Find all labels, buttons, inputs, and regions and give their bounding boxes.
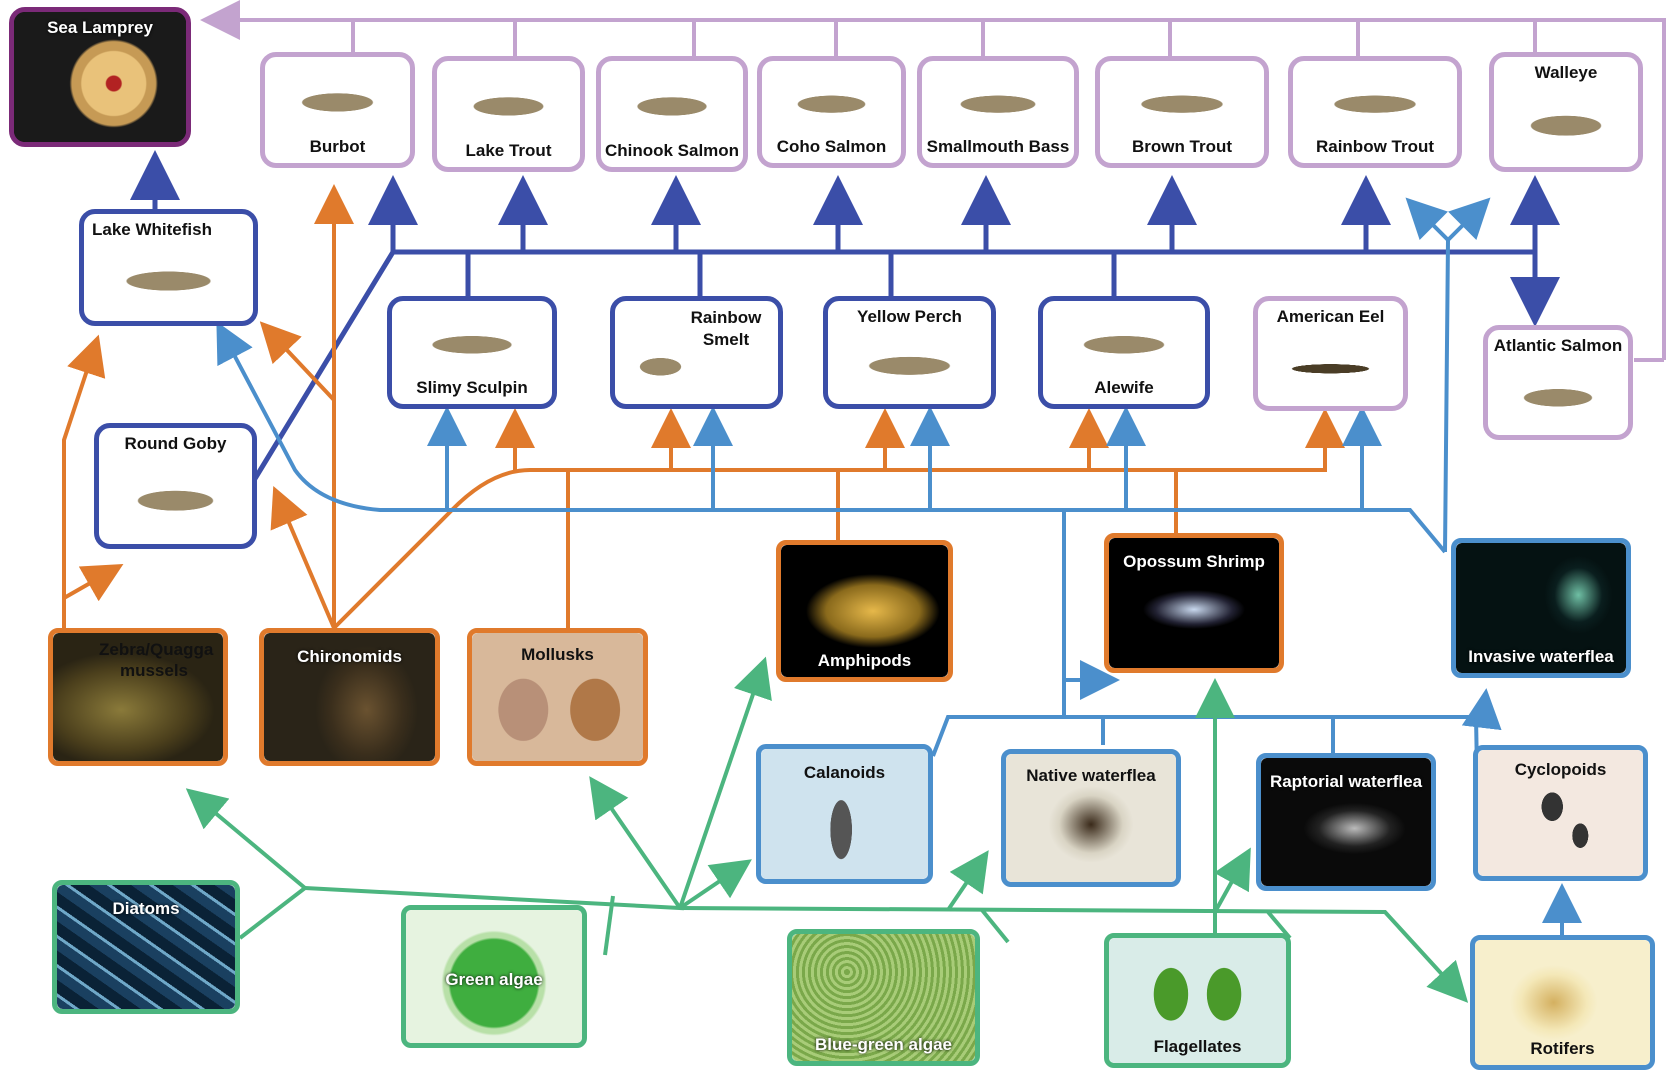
chinook-salmon-image	[609, 69, 735, 137]
brown-trout-node[interactable]: Brown Trout	[1095, 56, 1269, 168]
mollusks-node[interactable]: Mollusks	[467, 628, 648, 766]
rotifers-label: Rotifers	[1475, 1039, 1650, 1059]
alewife-label: Alewife	[1043, 378, 1205, 398]
zebra-quagga-node[interactable]: Zebra/Quagga mussels	[48, 628, 228, 766]
walleye-label: Walleye	[1494, 63, 1638, 83]
lake-whitefish-image	[92, 242, 245, 313]
walleye-image	[1502, 85, 1630, 159]
atlantic-salmon-image	[1496, 362, 1620, 427]
chinook-salmon-label: Chinook Salmon	[601, 141, 743, 161]
raptorial-waterflea-node[interactable]: Raptorial waterflea	[1256, 753, 1436, 891]
rainbow-smelt-label: Rainbow Smelt	[686, 307, 766, 351]
round-goby-image	[107, 460, 244, 534]
atlantic-salmon-label: Atlantic Salmon	[1488, 336, 1628, 356]
chinook-salmon-node[interactable]: Chinook Salmon	[596, 56, 748, 172]
raptorial-waterflea-label: Raptorial waterflea	[1261, 772, 1431, 792]
slimy-sculpin-node[interactable]: Slimy Sculpin	[387, 296, 557, 409]
mollusks-label: Mollusks	[472, 645, 643, 665]
blue-green-algae-label: Blue-green algae	[792, 1035, 975, 1055]
brown-trout-image	[1108, 69, 1256, 133]
opossum-shrimp-label: Opossum Shrimp	[1109, 552, 1279, 572]
native-waterflea-node[interactable]: Native waterflea	[1001, 749, 1181, 887]
rainbow-smelt-image	[623, 331, 698, 396]
yellow-perch-label: Yellow Perch	[828, 307, 991, 327]
cyclopoids-node[interactable]: Cyclopoids	[1473, 745, 1648, 881]
brown-trout-label: Brown Trout	[1100, 137, 1264, 157]
yellow-perch-node[interactable]: Yellow Perch	[823, 296, 996, 409]
slimy-sculpin-label: Slimy Sculpin	[392, 378, 552, 398]
chironomids-label: Chironomids	[264, 647, 435, 667]
rotifers-node[interactable]: Rotifers	[1470, 935, 1655, 1070]
american-eel-image	[1266, 333, 1395, 398]
blue-green-algae-node[interactable]: Blue-green algae	[787, 929, 980, 1066]
walleye-node[interactable]: Walleye	[1489, 52, 1643, 172]
burbot-image	[273, 65, 402, 133]
burbot-label: Burbot	[265, 137, 410, 157]
amphipods-label: Amphipods	[781, 651, 948, 671]
yellow-perch-image	[836, 329, 983, 396]
american-eel-label: American Eel	[1258, 307, 1403, 327]
sea-lamprey-label: Sea Lamprey	[14, 18, 186, 38]
alewife-image	[1051, 309, 1197, 374]
alewife-node[interactable]: Alewife	[1038, 296, 1210, 409]
slimy-sculpin-image	[400, 309, 544, 374]
lake-whitefish-node[interactable]: Lake Whitefish	[79, 209, 258, 326]
invasive-waterflea-label: Invasive waterflea	[1456, 647, 1626, 667]
rainbow-trout-image	[1301, 69, 1449, 133]
opossum-shrimp-node[interactable]: Opossum Shrimp	[1104, 533, 1284, 673]
calanoids-label: Calanoids	[761, 763, 928, 783]
american-eel-node[interactable]: American Eel	[1253, 296, 1408, 411]
zebra-quagga-label: Zebra/Quagga mussels	[99, 639, 209, 682]
coho-salmon-label: Coho Salmon	[762, 137, 901, 157]
lake-trout-node[interactable]: Lake Trout	[432, 56, 585, 172]
rainbow-trout-label: Rainbow Trout	[1293, 137, 1457, 157]
rainbow-smelt-node[interactable]: Rainbow Smelt	[610, 296, 783, 409]
amphipods-node[interactable]: Amphipods	[776, 540, 953, 682]
invasive-waterflea-node[interactable]: Invasive waterflea	[1451, 538, 1631, 678]
flagellates-node[interactable]: Flagellates	[1104, 933, 1291, 1068]
round-goby-node[interactable]: Round Goby	[94, 423, 257, 549]
cyclopoids-label: Cyclopoids	[1478, 760, 1643, 780]
sea-lamprey-node[interactable]: Sea Lamprey	[9, 7, 191, 147]
lake-whitefish-label: Lake Whitefish	[92, 220, 253, 240]
diatoms-node[interactable]: Diatoms	[52, 880, 240, 1014]
diatoms-label: Diatoms	[57, 899, 235, 919]
burbot-node[interactable]: Burbot	[260, 52, 415, 168]
smallmouth-bass-image	[930, 69, 1066, 133]
round-goby-label: Round Goby	[99, 434, 252, 454]
smallmouth-bass-label: Smallmouth Bass	[922, 137, 1074, 157]
rainbow-trout-node[interactable]: Rainbow Trout	[1288, 56, 1462, 168]
flagellates-label: Flagellates	[1109, 1037, 1286, 1057]
green-algae-node[interactable]: Green algae	[401, 905, 587, 1048]
native-waterflea-label: Native waterflea	[1006, 766, 1176, 786]
coho-salmon-image	[770, 69, 893, 133]
smallmouth-bass-node[interactable]: Smallmouth Bass	[917, 56, 1079, 168]
chironomids-node[interactable]: Chironomids	[259, 628, 440, 766]
lake-trout-image	[445, 69, 572, 137]
lake-trout-label: Lake Trout	[437, 141, 580, 161]
coho-salmon-node[interactable]: Coho Salmon	[757, 56, 906, 168]
green-algae-label: Green algae	[406, 970, 582, 990]
atlantic-salmon-node[interactable]: Atlantic Salmon	[1483, 325, 1633, 440]
calanoids-node[interactable]: Calanoids	[756, 744, 933, 884]
